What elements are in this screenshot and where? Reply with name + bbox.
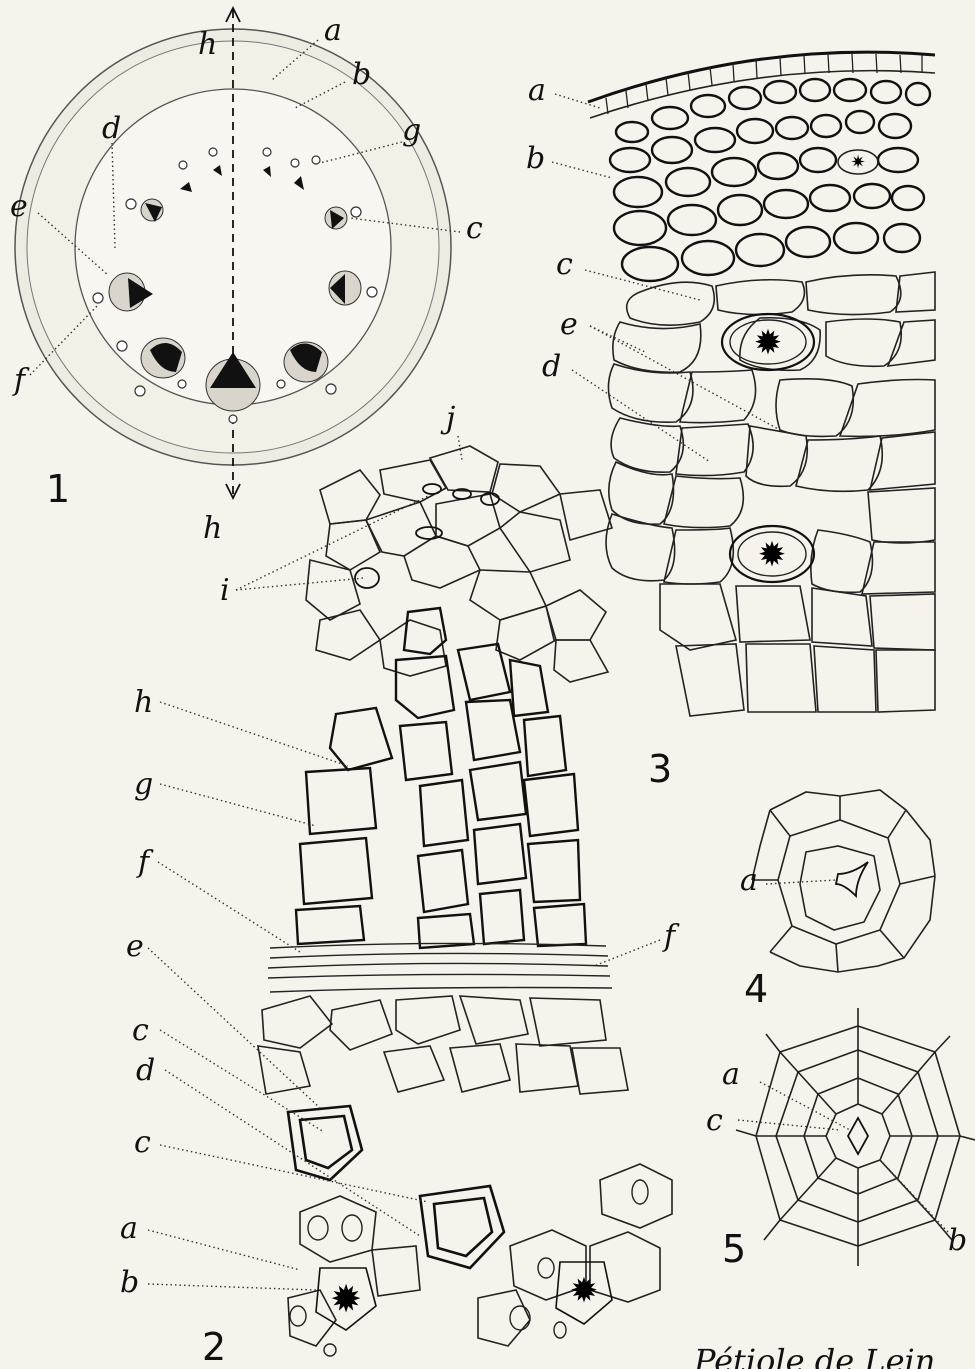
fig2-label-c-upper: c bbox=[132, 1013, 149, 1048]
figure-1-cross-section: h a b g c d e f h 1 bbox=[10, 8, 483, 546]
fig4-number: 4 bbox=[744, 967, 768, 1011]
fig3-druse-lower-icon: ✹ bbox=[758, 535, 787, 575]
fig5-label-a: a bbox=[722, 1057, 740, 1092]
fig2-label-d: d bbox=[136, 1053, 155, 1088]
fig2-sclerenchyma-fibres bbox=[296, 608, 586, 948]
fig5-label-b: b bbox=[948, 1223, 967, 1258]
fig4-guard-cell bbox=[836, 862, 868, 896]
fig3-number: 3 bbox=[648, 747, 672, 791]
fig5-leader-lines bbox=[738, 1082, 948, 1232]
fig2-phloem-cells bbox=[258, 996, 628, 1094]
fig1-number: 1 bbox=[46, 467, 70, 511]
figure-2-bundle-detail: ✹ ✹ j i h g f f e c d c a b bbox=[120, 401, 680, 1369]
figure-5-stoma-rings: a c b 5 bbox=[706, 1008, 975, 1271]
fig2-label-h: h bbox=[134, 685, 153, 720]
fig2-label-j: j bbox=[440, 401, 455, 436]
fig4-cells bbox=[752, 790, 935, 972]
fig2-druse-right-icon: ✹ bbox=[570, 1271, 599, 1311]
fig2-label-g: g bbox=[134, 767, 153, 802]
fig1-label-c: c bbox=[466, 211, 483, 246]
fig5-label-c: c bbox=[706, 1103, 723, 1138]
fig2-outer-parenchyma bbox=[306, 446, 612, 682]
fig3-druse-upper-icon: ✹ bbox=[754, 323, 783, 363]
fig2-label-a: a bbox=[120, 1211, 138, 1246]
fig1-label-h-top: h bbox=[198, 27, 217, 62]
fig2-label-c-lower: c bbox=[134, 1125, 151, 1160]
fig2-leader-lines bbox=[148, 436, 660, 1290]
fig1-label-d: d bbox=[102, 111, 121, 146]
fig3-label-a: a bbox=[528, 73, 546, 108]
figure-3-cortex-detail: ✷ bbox=[526, 52, 935, 791]
fig1-label-h-bottom: h bbox=[203, 511, 222, 546]
fig2-druse-left-icon: ✹ bbox=[330, 1277, 362, 1321]
fig2-label-f-right: f bbox=[662, 919, 680, 954]
figure-4-stoma: a 4 bbox=[740, 790, 935, 1011]
fig1-label-e: e bbox=[10, 189, 28, 224]
fig2-crystal-cells: ✹ ✹ bbox=[316, 1262, 612, 1330]
fig1-label-f: f bbox=[12, 363, 30, 398]
fig2-number: 2 bbox=[202, 1325, 226, 1369]
fig2-label-b: b bbox=[120, 1265, 139, 1300]
fig1-label-g: g bbox=[402, 113, 421, 148]
fig2-label-f-left: f bbox=[136, 845, 154, 880]
plate-caption: Pétiole de Lein bbox=[693, 1342, 935, 1369]
fig3-label-c: c bbox=[556, 247, 573, 282]
fig2-cambium-bands bbox=[268, 943, 612, 992]
fig5-number: 5 bbox=[722, 1227, 746, 1271]
fig5-guard-cell bbox=[848, 1118, 868, 1154]
fig3-collenchyma-cells bbox=[610, 79, 930, 281]
fig1-label-a: a bbox=[324, 13, 342, 48]
fig1-label-b: b bbox=[352, 57, 371, 92]
fig3-epidermis bbox=[590, 71, 935, 118]
fig3-label-d: d bbox=[542, 349, 561, 384]
fig2-label-e: e bbox=[126, 929, 144, 964]
fig5-cells bbox=[736, 1008, 975, 1266]
fig3-label-b: b bbox=[526, 141, 545, 176]
fig3-label-e: e bbox=[560, 307, 578, 342]
fig4-label-a: a bbox=[740, 863, 758, 898]
fig3-crystal-druse-icon: ✷ bbox=[850, 152, 865, 173]
fig2-label-i: i bbox=[220, 573, 230, 608]
